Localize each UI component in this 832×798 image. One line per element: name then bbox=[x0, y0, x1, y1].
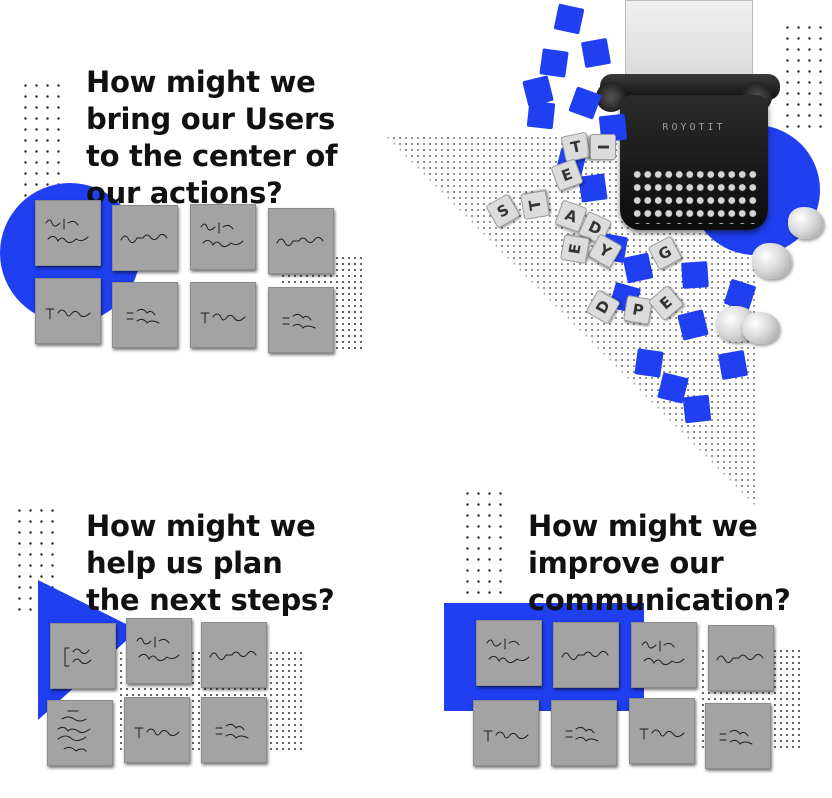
heading-line: How might we bbox=[86, 509, 316, 543]
heading-line: How might we bbox=[528, 509, 758, 543]
sticky-note bbox=[629, 698, 695, 764]
blue-tile bbox=[622, 252, 654, 284]
typewriter-keys bbox=[632, 168, 758, 224]
letter-tile: T bbox=[560, 131, 592, 163]
heading-line: How might we bbox=[86, 65, 316, 99]
heading-line: bring our Users bbox=[86, 102, 336, 136]
dot-grid-decoration bbox=[782, 22, 828, 134]
sticky-note bbox=[112, 205, 178, 271]
section-heading-communication: How might we improve our communication? bbox=[528, 508, 791, 619]
sticky-note bbox=[708, 625, 774, 691]
blue-tile bbox=[634, 348, 664, 378]
crumpled-paper bbox=[742, 312, 780, 344]
blue-tile bbox=[539, 48, 569, 78]
sticky-note bbox=[551, 700, 617, 766]
heading-line: the next steps? bbox=[86, 583, 335, 617]
dot-grid-decoration bbox=[20, 80, 66, 200]
sticky-note bbox=[473, 700, 539, 766]
section-heading-plan: How might we help us plan the next steps… bbox=[86, 508, 335, 619]
sticky-note bbox=[553, 622, 619, 688]
section-heading-users: How might we bring our Users to the cent… bbox=[86, 64, 338, 212]
sticky-note bbox=[190, 282, 256, 348]
letter-tile: T bbox=[519, 189, 551, 221]
blue-tile bbox=[580, 37, 612, 69]
heading-line: communication? bbox=[528, 583, 791, 617]
blue-tile bbox=[553, 3, 585, 35]
sticky-note bbox=[268, 287, 334, 353]
blue-tile bbox=[717, 349, 749, 381]
sticky-note bbox=[35, 278, 101, 344]
sticky-note bbox=[112, 282, 178, 348]
sticky-note bbox=[268, 208, 334, 274]
sticky-note bbox=[476, 620, 542, 686]
blue-tile bbox=[578, 173, 608, 203]
letter-tile: I bbox=[590, 134, 616, 160]
typewriter-brand: ROYOTIT bbox=[662, 122, 726, 133]
sticky-note bbox=[126, 618, 192, 684]
crumpled-paper bbox=[752, 243, 792, 279]
dot-grid-decoration bbox=[462, 488, 508, 602]
heading-line: to the center of bbox=[86, 139, 338, 173]
sticky-note bbox=[201, 622, 267, 688]
heading-line: help us plan bbox=[86, 546, 283, 580]
sticky-note bbox=[50, 623, 116, 689]
sticky-note bbox=[201, 697, 267, 763]
sticky-note bbox=[705, 703, 771, 769]
sticky-note bbox=[124, 697, 190, 763]
crumpled-paper bbox=[788, 207, 824, 239]
blue-tile bbox=[681, 261, 709, 289]
sticky-note bbox=[631, 622, 697, 688]
sticky-note bbox=[190, 204, 256, 270]
sticky-note bbox=[47, 700, 113, 766]
heading-line: improve our bbox=[528, 546, 724, 580]
letter-tile: E bbox=[559, 233, 591, 265]
blue-tile bbox=[526, 100, 556, 130]
blue-tile bbox=[682, 394, 712, 424]
sticky-note bbox=[35, 200, 101, 266]
